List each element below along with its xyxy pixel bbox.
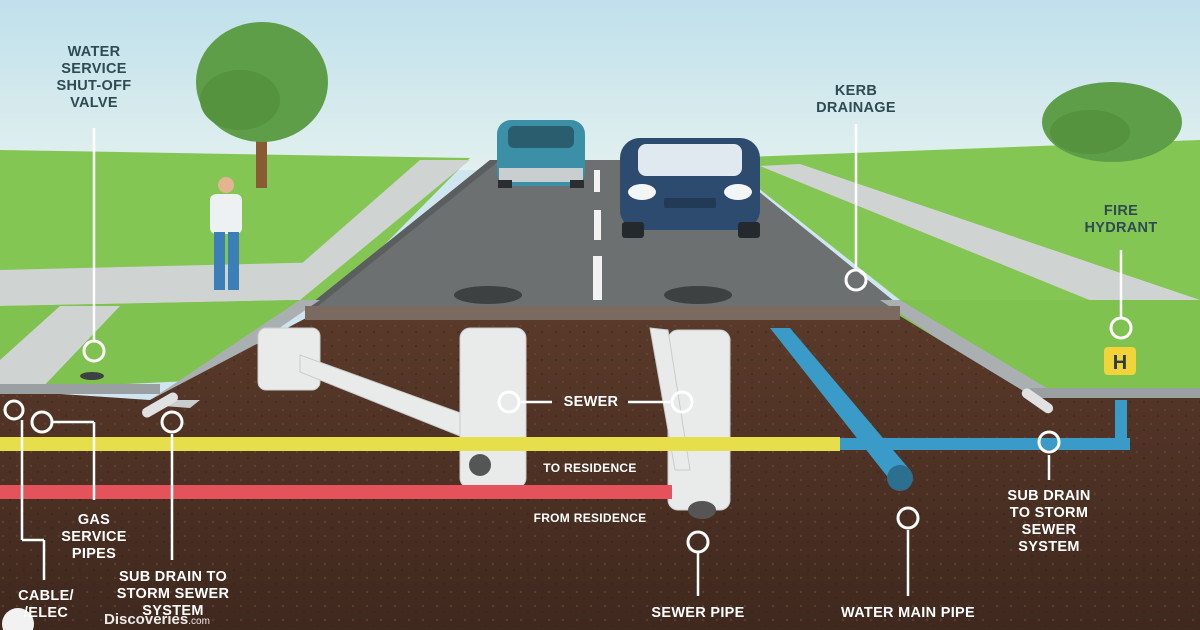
manhole-left [454,286,522,304]
label-line: DRAINAGE [816,100,896,116]
label-water-valve: WATER SERVICE SHUT-OFF VALVE [44,44,144,112]
label-line: SUB DRAIN [1007,488,1091,504]
label-to-residence: TO RESIDENCE [530,461,650,475]
surface-slab-right [1030,388,1200,398]
label-line: HYDRANT [1084,220,1158,236]
label-line: TO RESIDENCE [543,461,637,475]
manhole-right [664,286,732,304]
watermark-main: Discoveries [104,611,189,628]
sewer-structures [257,327,731,511]
label-line: SEWER [563,394,619,410]
sidewalk-left-cross [0,262,330,306]
label-line: CABLE/ [18,588,74,604]
label-kerb-drainage: KERB DRAINAGE [806,83,906,117]
callout-lines [20,124,1123,596]
label-sewer-pipe: SEWER PIPE [636,605,760,622]
kerb-right [880,300,1050,394]
road-edge-left [308,160,500,306]
label-line: SHUT-OFF [56,78,132,94]
label-fire-hydrant: FIRE HYDRANT [1071,203,1171,237]
valve-cap [80,372,104,380]
label-line: VALVE [70,95,118,111]
corner-badge [2,608,34,630]
hydrant-sign [1104,347,1136,375]
label-line: FROM RESIDENCE [533,511,647,525]
label-line: SUB DRAIN TO [118,569,228,585]
label-line: SEWER PIPE [651,605,745,621]
label-line: PIPES [71,546,117,562]
label-water-main: WATER MAIN PIPE [824,605,992,622]
sidewalk-left-strip [0,306,120,392]
kerb-left [150,300,320,400]
cable-pipe [0,485,672,499]
pedestrian [210,177,242,290]
tree-right [1042,82,1182,162]
label-line: SYSTEM [142,603,204,619]
label-sewer: SEWER [556,394,626,411]
label-line: /ELEC [23,605,69,621]
lane-markings [593,170,602,300]
label-line: SERVICE [61,529,127,545]
sewer-outlet-right [688,501,716,519]
label-sub-drain-right: SUB DRAIN TO STORM SEWER SYSTEM [994,488,1104,556]
label-line: STORM SEWER [116,586,230,602]
soil-texture [0,316,1200,630]
label-line: KERB [834,83,878,99]
label-line: WATER [67,44,121,60]
label-cable: CABLE/ /ELEC [4,588,88,622]
label-line: FIRE [1103,203,1139,219]
sewer-outlet [469,454,491,476]
callout-markers [3,268,1133,554]
road-slab [305,306,900,320]
hydrant-sign-letter: H [1113,352,1127,374]
storm-drain-pipes [142,388,1054,418]
label-gas-pipes: GAS SERVICE PIPES [54,512,134,563]
label-from-residence: FROM RESIDENCE [520,511,660,525]
gas-pipe [0,437,840,451]
watermark: Discoveries.com [104,611,210,628]
label-line: TO STORM [1009,505,1089,521]
car-near [620,138,760,238]
label-sub-drain-left: SUB DRAIN TO STORM SEWER SYSTEM [108,569,238,620]
sky [0,0,1200,170]
tree-left [196,22,328,188]
surface-slab-left [0,384,160,394]
label-line: GAS [77,512,111,528]
label-line: WATER MAIN PIPE [841,605,975,621]
car-far [497,120,585,188]
label-line: SYSTEM [1018,539,1080,555]
label-line: SERVICE [61,61,127,77]
label-line: SEWER [1021,522,1077,538]
watermark-suffix: .com [188,616,210,627]
sidewalk-right [760,164,1200,345]
